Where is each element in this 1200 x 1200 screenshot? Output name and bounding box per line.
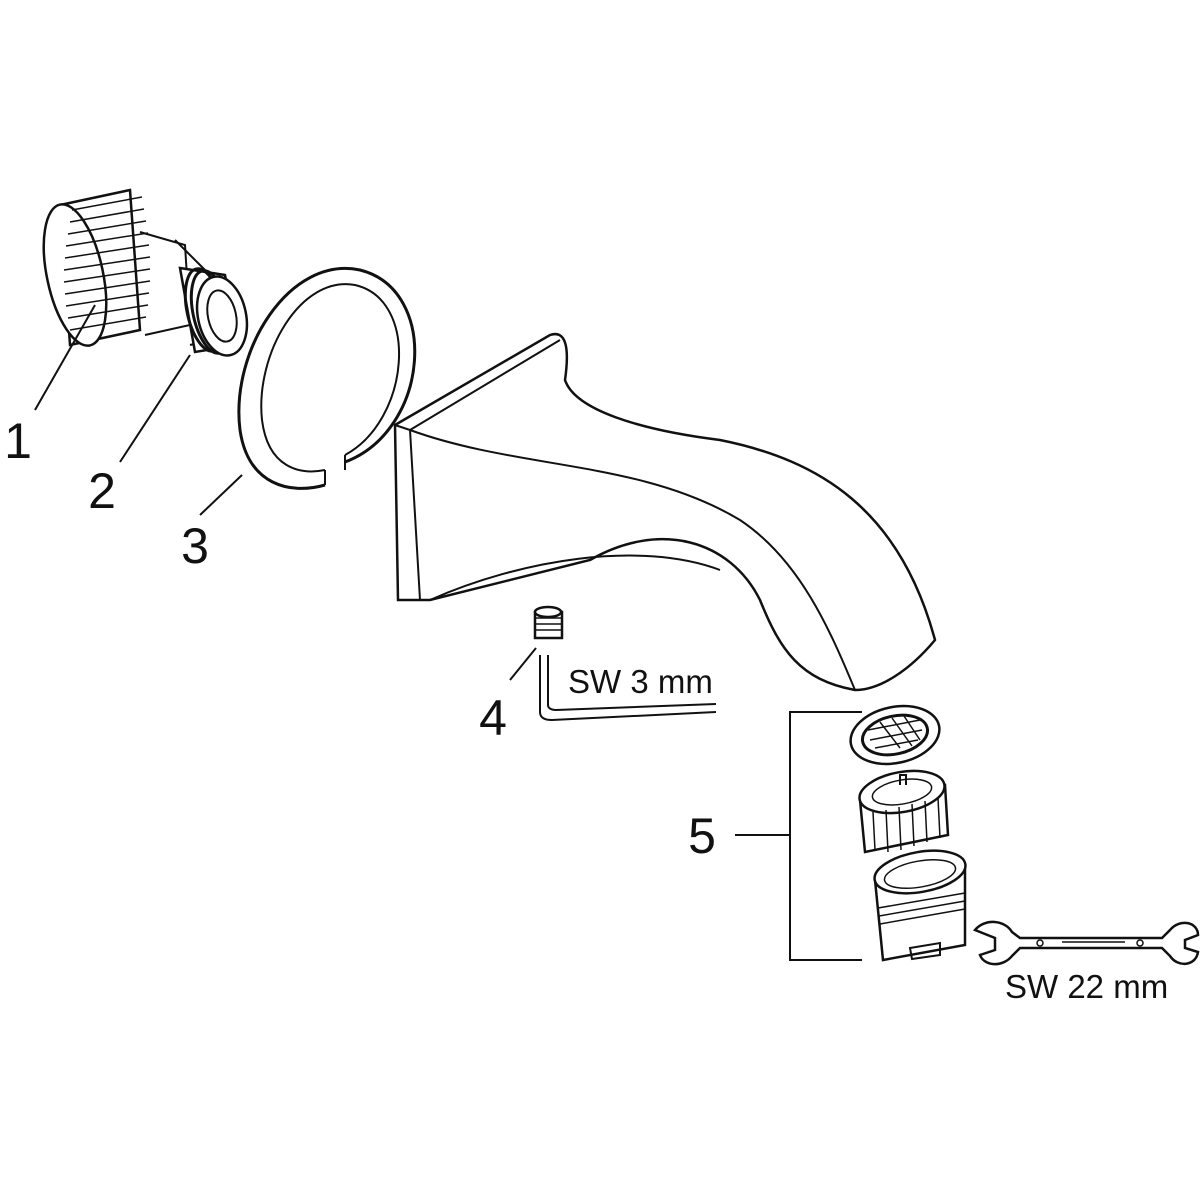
- leader-lines: [34, 304, 862, 961]
- set-screw: [533, 605, 564, 640]
- part-number-4: 4: [479, 690, 507, 746]
- part-number-1: 1: [4, 413, 32, 469]
- wrench-size-label: SW 22 mm: [1005, 968, 1168, 1005]
- wrench-icon: [972, 920, 1200, 966]
- part-number-2: 2: [88, 463, 116, 519]
- part-number-3: 3: [181, 518, 209, 574]
- split-ring: [237, 266, 417, 490]
- part-number-5: 5: [688, 808, 716, 864]
- allen-key-icon: [539, 655, 717, 722]
- bath-spout: [393, 332, 937, 692]
- allen-key-size-label: SW 3 mm: [568, 663, 713, 700]
- collar-with-o-ring: [178, 266, 249, 357]
- aerator-sieve: [849, 704, 941, 766]
- threaded-connector: [42, 188, 212, 347]
- aerator-housing: [873, 849, 967, 962]
- aerator-insert: [858, 769, 950, 854]
